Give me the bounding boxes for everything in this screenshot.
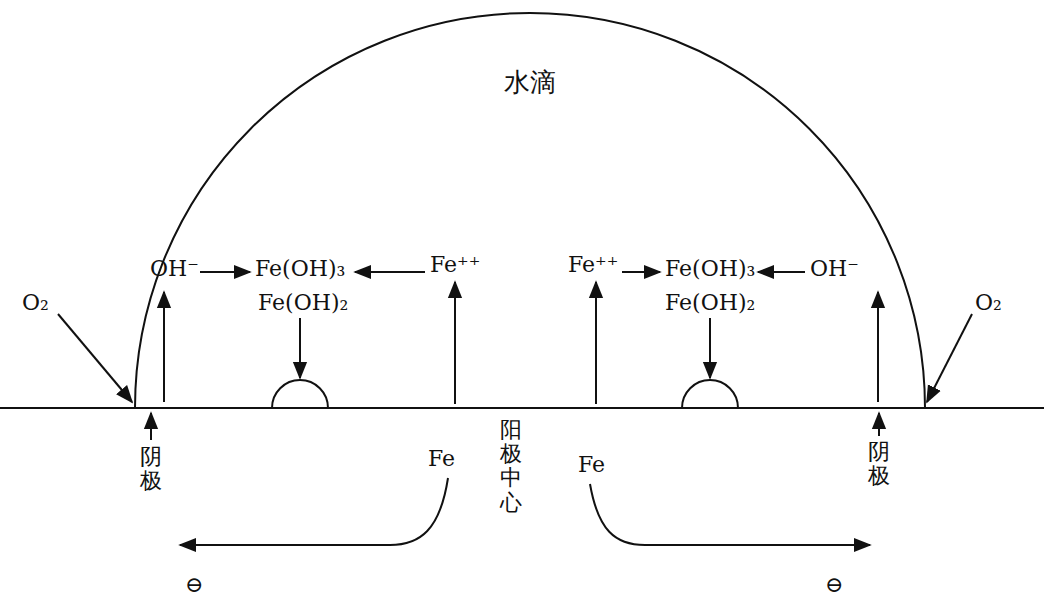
diagram-label: 阳极中心 bbox=[500, 418, 522, 515]
dissolution-arrow bbox=[595, 282, 597, 404]
diagram-label: O₂ bbox=[22, 290, 49, 316]
diagram-label: O₂ bbox=[975, 290, 1002, 316]
drop-label: 水滴 bbox=[135, 65, 925, 100]
precipitate-arrow bbox=[299, 318, 301, 378]
diagram-label: 阴极 bbox=[140, 445, 162, 493]
diagram-label: Fe(OH)₃ bbox=[665, 256, 755, 282]
precipitate-arrow bbox=[709, 318, 711, 378]
diagram-label: ⊖ bbox=[185, 572, 203, 598]
oxygen-arrow bbox=[927, 314, 972, 402]
diagram-label: 阴极 bbox=[868, 440, 890, 488]
electron-flow-arrow bbox=[590, 484, 870, 545]
hydroxide-arrow bbox=[163, 292, 165, 402]
diagram-label: OH⁻ bbox=[810, 256, 859, 282]
diagram-label: Fe bbox=[428, 446, 455, 472]
diagram-label: Fe⁺⁺ bbox=[568, 252, 618, 278]
cathode-arrow bbox=[878, 413, 880, 436]
diagram-label: Fe(OH)₃ bbox=[255, 256, 345, 282]
dissolution-arrow bbox=[454, 282, 456, 404]
diagram-label: ⊖ bbox=[825, 572, 843, 598]
oxygen-arrow bbox=[58, 314, 132, 402]
hydroxide-arrow bbox=[877, 292, 879, 402]
diagram-label: Fe(OH)₂ bbox=[665, 290, 755, 316]
ion-arrow bbox=[758, 271, 805, 273]
diagram-label: OH⁻ bbox=[150, 256, 199, 282]
diagram-label: Fe(OH)₂ bbox=[258, 290, 348, 316]
water-drop: 水滴 bbox=[135, 13, 925, 408]
diagram-label: Fe bbox=[578, 452, 605, 478]
cathode-arrow bbox=[150, 413, 152, 440]
deposit-left bbox=[272, 380, 328, 408]
ion-arrow bbox=[355, 271, 425, 273]
electron-flow-arrow bbox=[180, 478, 448, 545]
ion-arrow bbox=[200, 271, 250, 273]
ion-arrow bbox=[622, 271, 660, 273]
deposit-right bbox=[682, 380, 738, 408]
metal-surface bbox=[0, 407, 1044, 409]
diagram-label: Fe⁺⁺ bbox=[430, 252, 480, 278]
